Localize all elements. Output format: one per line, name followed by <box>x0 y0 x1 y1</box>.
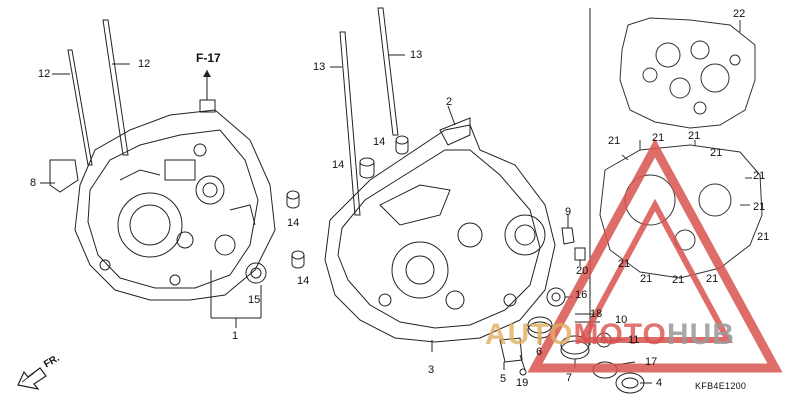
callout-6: 6 <box>536 346 543 358</box>
callout-7: 7 <box>566 372 573 384</box>
callout-12-left: 12 <box>38 68 51 80</box>
callout-21-h: 21 <box>618 258 631 270</box>
callout-21-i: 21 <box>640 273 653 285</box>
callout-12-right: 12 <box>138 58 151 70</box>
callout-21-j: 21 <box>672 274 685 286</box>
callout-16: 16 <box>575 289 588 301</box>
callout-2: 2 <box>446 96 453 108</box>
callout-21-e: 21 <box>753 170 766 182</box>
stud-bolts-12 <box>52 19 130 166</box>
callout-21-b: 21 <box>652 132 665 144</box>
gasket-22 <box>619 17 756 129</box>
callout-13-right: 13 <box>410 49 423 61</box>
callout-9: 9 <box>565 206 572 218</box>
callout-4: 4 <box>656 377 663 389</box>
callout-11: 11 <box>628 334 640 346</box>
callout-21-k: 21 <box>706 273 719 285</box>
callout-14-b: 14 <box>297 275 310 287</box>
callout-21-c: 21 <box>688 130 701 142</box>
watermark-auto: AUTO <box>485 318 574 351</box>
callout-22: 22 <box>733 8 746 20</box>
ref-label: F-17 <box>196 51 221 65</box>
dowel-pins-14 <box>286 135 409 269</box>
callout-14-c: 14 <box>373 136 386 148</box>
callout-8: 8 <box>30 177 37 189</box>
callout-21-d: 21 <box>710 147 723 159</box>
callout-13-left: 13 <box>313 61 326 73</box>
watermark-moto: MOTO <box>573 318 667 351</box>
bolt-8 <box>40 159 79 193</box>
callout-20: 20 <box>576 265 589 277</box>
watermark-text: AUTOMOTOHUB <box>485 318 735 352</box>
watermark-logo <box>527 138 783 373</box>
oil-seal-15 <box>245 262 267 284</box>
callout-18: 18 <box>590 308 603 320</box>
callout-21-g: 21 <box>757 231 770 243</box>
callout-19: 19 <box>516 377 529 389</box>
callout-15: 15 <box>248 294 261 306</box>
diagram-code: KFB4E1200 <box>695 381 747 391</box>
callout-10: 10 <box>615 314 628 326</box>
callout-1: 1 <box>232 330 239 342</box>
callout-21-f: 21 <box>753 201 766 213</box>
stud-bolts-13 <box>330 7 405 216</box>
front-direction-arrow <box>17 367 47 390</box>
callout-3: 3 <box>428 364 435 376</box>
ref-arrow <box>203 70 211 77</box>
callout-17: 17 <box>645 356 658 368</box>
callout-5: 5 <box>500 373 507 385</box>
right-crankcase-half <box>324 105 556 352</box>
callout-14-a: 14 <box>287 217 300 229</box>
callout-21-a: 21 <box>608 135 621 147</box>
left-crankcase-half <box>74 70 276 328</box>
watermark-hub: HUB <box>666 318 735 351</box>
callout-14-d: 14 <box>332 159 345 171</box>
